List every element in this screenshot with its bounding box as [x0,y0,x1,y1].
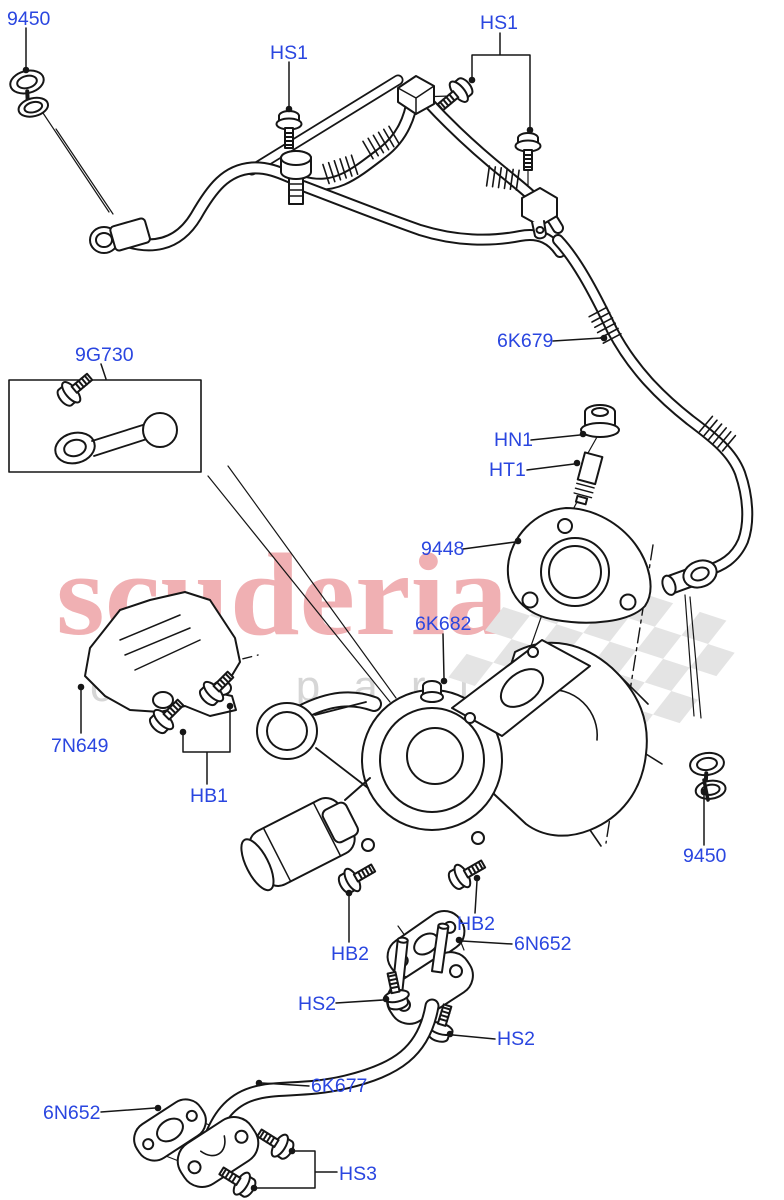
part-label-6k677[interactable]: 6K677 [311,1075,367,1097]
hs1-bolt-right-b [514,132,542,171]
hs3-bolt-a [251,1121,299,1165]
part-label-6n652-upper[interactable]: 6N652 [514,933,571,955]
part-labels: 9450 HS1 HS1 6K679 9G730 HN1 HT1 9448 6K… [7,8,727,1185]
pipe-elbow-fitting [89,217,151,254]
mounting-bracket-7n649 [84,591,241,717]
oil-feed-pipe-drawing [89,74,566,258]
part-label-7n649[interactable]: 7N649 [51,735,108,757]
hb2-bolt-right [443,852,491,895]
diagram-line-art [5,27,754,1200]
washer-clip-9450-left [5,65,54,123]
part-label-hs2-left[interactable]: HS2 [298,993,336,1015]
part-label-hs1-right[interactable]: HS1 [480,12,518,34]
pipe-t-union [280,150,312,205]
part-label-9450-right[interactable]: 9450 [683,845,727,867]
part-label-hb2-left[interactable]: HB2 [331,943,369,965]
pipe-clamp-bracket [521,187,558,240]
gasket-9448-drawing [506,507,652,624]
leader-dots [22,66,708,1192]
oil-hose-6k679-drawing [552,234,754,596]
part-label-hn1[interactable]: HN1 [494,429,533,451]
part-label-6k679[interactable]: 6K679 [497,330,553,352]
drain-pipe-flange [386,951,474,1025]
hose-banjo-elbow [661,559,718,596]
adapter-plate-6k682 [451,639,591,737]
part-label-6n652-lower[interactable]: 6N652 [43,1102,100,1124]
part-label-9450-top[interactable]: 9450 [7,8,51,30]
part-label-hs1-left[interactable]: HS1 [270,42,308,64]
banjo-bolt-kit-9g730 [8,366,202,473]
part-label-hs3[interactable]: HS3 [339,1163,377,1185]
part-label-hs2-right[interactable]: HS2 [497,1028,535,1050]
ht1-stud [573,451,604,506]
pipe-block-fitting [397,75,435,115]
drain-pipe-6k677-drawing [198,998,440,1160]
turbocharger-drawing [240,639,663,892]
drain-gasket-6n652-lower [133,1098,207,1162]
leader-lines [25,27,705,1189]
hn1-nut [580,404,620,438]
part-label-9g730[interactable]: 9G730 [75,344,134,366]
wastegate-actuator [240,797,359,892]
washer-clip-9450-right [686,748,731,804]
part-label-6k682[interactable]: 6K682 [415,613,471,635]
hb2-bolt-left [333,856,381,899]
part-label-hb1[interactable]: HB1 [190,785,228,807]
part-label-9448[interactable]: 9448 [421,538,464,560]
part-label-hb2-right[interactable]: HB2 [457,913,495,935]
part-label-ht1[interactable]: HT1 [489,459,526,481]
